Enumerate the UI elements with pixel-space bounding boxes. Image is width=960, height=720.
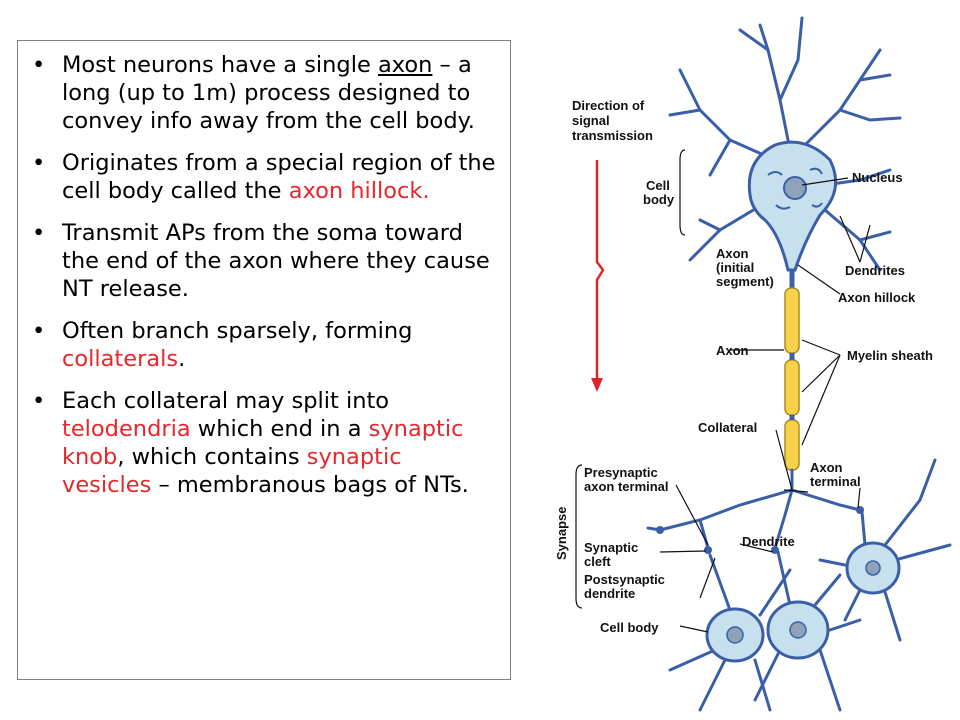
axon-hillock-label: Axon hillock [838,290,916,305]
bullet-item: • Transmit APs from the soma toward the e… [32,219,498,303]
upper-dendrites [668,16,902,272]
synaptic-knob [704,546,712,554]
bullet-dot-icon: • [32,150,46,176]
bullet-dot-icon: • [32,52,46,78]
cell-body-bracket [679,149,686,236]
synaptic-cleft-label-2: cleft [584,554,611,569]
bullet-text-segment: , which contains [117,444,307,470]
cell-body-label-bottom: body [643,192,675,207]
nucleus-icon [783,176,807,200]
label-leader-lines [659,177,871,633]
bullet-list: • Most neurons have a single axon – a lon… [32,51,498,499]
synapse-label: Synapse [554,507,569,560]
bullet-item: • Often branch sparsely, forming collater… [32,317,498,373]
cell-body-label-top: Cell [646,178,670,193]
bullet-text-segment: Each collateral may split into [62,388,390,414]
synaptic-cleft-label-1: Synaptic [584,540,638,555]
direction-label-line-2: signal [572,113,610,128]
axon-initial-label-1: Axon [716,246,749,261]
organelles-icon [767,167,823,210]
bullet-text-segment: – a long (up to 1m) process designed to … [62,52,475,134]
presynaptic-label-2: axon terminal [584,479,669,494]
bullet-text-segment: synaptic vesicles [62,444,402,498]
presynaptic-label-1: Presynaptic [584,465,658,480]
myelin-segment [784,287,800,354]
bullet-text-segment: Transmit APs from the soma toward the en… [62,220,490,302]
signal-direction-arrow [595,160,605,380]
bullet-text-segment: . [178,346,186,372]
dendrites-label: Dendrites [845,263,905,278]
axon-label: Axon [716,343,749,358]
myelin-segment [784,419,800,471]
upper-cell-body [747,140,838,272]
bullet-text-segment: Often branch sparsely, forming [62,318,413,344]
arrow-head [591,378,603,392]
bullet-text-segment: collaterals [62,346,179,372]
collateral-label: Collateral [698,420,757,435]
bullet-text-segment: axon [377,52,433,78]
myelin-sheath-label: Myelin sheath [847,348,933,363]
postsynaptic-label-2: dendrite [584,586,635,601]
axon-terminal-label-1: Axon [810,460,843,475]
synaptic-knob [656,526,664,534]
cell-body-bottom-label: Cell body [600,620,659,635]
bullet-item: • Each collateral may split into telodend… [32,387,498,499]
nucleus-label: Nucleus [852,170,903,185]
neuron-diagram: Direction of signal transmission Cell bo… [554,16,952,712]
myelin-segment [784,359,800,416]
dendrite-label: Dendrite [742,534,795,549]
postsynaptic-neuron-middle [753,550,862,712]
bullet-text-box: • Most neurons have a single axon – a lon… [17,40,511,680]
bullet-dot-icon: • [32,318,46,344]
postsynaptic-label-1: Postsynaptic [584,572,665,587]
axon-initial-label-3: segment) [716,274,774,289]
direction-label-line-3: transmission [572,128,653,143]
bullet-dot-icon: • [32,388,46,414]
axon-initial-label-2: (initial [716,260,754,275]
bullet-item: • Originates from a special region of the… [32,149,498,205]
synapse-bracket [575,464,583,609]
axon-terminal-label-2: terminal [810,474,861,489]
bullet-text-segment: Originates from a special region of the … [62,150,496,204]
bullet-text-segment: synaptic knob [62,416,464,470]
postsynaptic-neuron-right [818,458,952,642]
bullet-text-segment: Most neurons have a single [62,52,378,78]
bullet-text-segment: telodendria [62,416,191,442]
bullet-text-segment: – membranous bags of NTs. [151,472,469,498]
bullet-item: • Most neurons have a single axon – a lon… [32,51,498,135]
bullet-text-segment: which end in a [190,416,369,442]
bullet-dot-icon: • [32,220,46,246]
bullet-text-segment: axon hillock. [288,178,430,204]
direction-label-line-1: Direction of [572,98,645,113]
